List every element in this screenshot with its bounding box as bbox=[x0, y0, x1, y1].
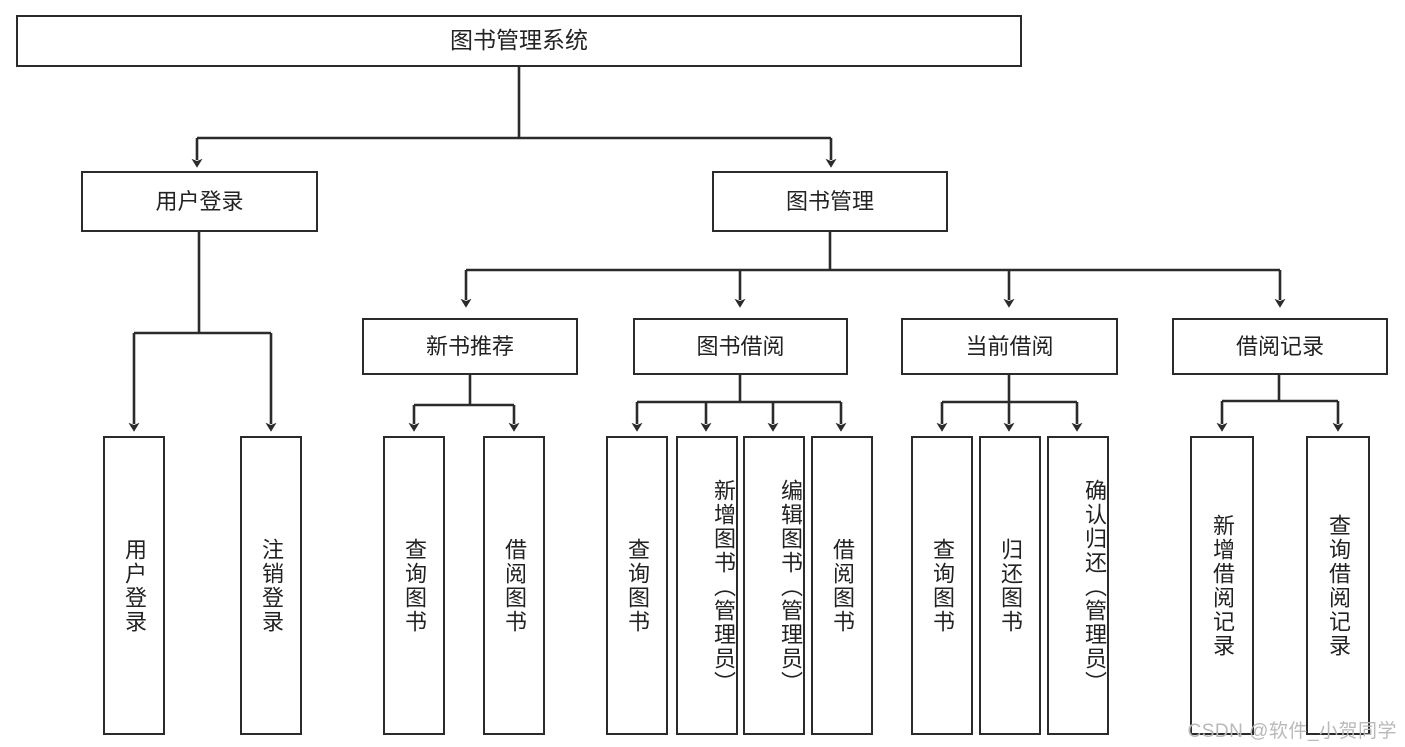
leaf-query-book-1-label: 查询图书 bbox=[401, 537, 427, 634]
leaf-return-book[interactable]: 归还图书 bbox=[979, 436, 1041, 735]
leaf-add-borrow-record-label: 新增借阅记录 bbox=[1209, 513, 1235, 658]
node-new-book-rec-label: 新书推荐 bbox=[425, 333, 514, 359]
leaf-borrow-book-2[interactable]: 借阅图书 bbox=[811, 436, 873, 735]
node-new-book-rec[interactable]: 新书推荐 bbox=[362, 318, 578, 375]
leaf-query-book-1[interactable]: 查询图书 bbox=[383, 436, 445, 735]
leaf-logout-label: 注销登录 bbox=[258, 537, 284, 634]
leaf-borrow-book-2-label: 借阅图书 bbox=[829, 537, 855, 634]
leaf-user-login-label: 用户登录 bbox=[121, 537, 147, 634]
leaf-add-borrow-record[interactable]: 新增借阅记录 bbox=[1190, 436, 1254, 735]
node-current-borrow-label: 当前借阅 bbox=[965, 333, 1054, 359]
leaf-confirm-return-admin-label: 确认归还（管理员） bbox=[1082, 478, 1107, 695]
leaf-query-book-2[interactable]: 查询图书 bbox=[606, 436, 668, 735]
node-borrow-record[interactable]: 借阅记录 bbox=[1172, 318, 1388, 375]
leaf-add-book-admin[interactable]: 新增图书（管理员） bbox=[676, 436, 738, 735]
leaf-logout[interactable]: 注销登录 bbox=[240, 436, 302, 735]
leaf-user-login[interactable]: 用户登录 bbox=[103, 436, 165, 735]
node-book-borrow-label: 图书借阅 bbox=[696, 333, 785, 359]
node-root-label: 图书管理系统 bbox=[450, 27, 588, 54]
leaf-borrow-book-1[interactable]: 借阅图书 bbox=[483, 436, 545, 735]
leaf-edit-book-admin-label: 编辑图书（管理员） bbox=[778, 478, 803, 695]
leaf-query-borrow-record-label: 查询借阅记录 bbox=[1325, 513, 1351, 658]
leaf-add-book-admin-label: 新增图书（管理员） bbox=[711, 478, 736, 695]
leaf-return-book-label: 归还图书 bbox=[997, 537, 1023, 634]
leaf-query-borrow-record[interactable]: 查询借阅记录 bbox=[1306, 436, 1370, 735]
node-current-borrow[interactable]: 当前借阅 bbox=[901, 318, 1118, 375]
node-user-login[interactable]: 用户登录 bbox=[81, 171, 318, 232]
leaf-confirm-return-admin[interactable]: 确认归还（管理员） bbox=[1047, 436, 1109, 735]
node-user-login-label: 用户登录 bbox=[155, 188, 244, 214]
node-book-manage-label: 图书管理 bbox=[785, 188, 874, 214]
node-book-manage[interactable]: 图书管理 bbox=[712, 171, 948, 232]
leaf-query-book-3-label: 查询图书 bbox=[929, 537, 955, 634]
watermark-text: CSDN @软件_小贺同学 bbox=[1187, 721, 1397, 742]
node-borrow-record-label: 借阅记录 bbox=[1235, 333, 1324, 359]
leaf-query-book-3[interactable]: 查询图书 bbox=[911, 436, 973, 735]
node-book-borrow[interactable]: 图书借阅 bbox=[633, 318, 848, 375]
leaf-borrow-book-1-label: 借阅图书 bbox=[501, 537, 527, 634]
leaf-query-book-2-label: 查询图书 bbox=[624, 537, 650, 634]
leaf-edit-book-admin[interactable]: 编辑图书（管理员） bbox=[743, 436, 805, 735]
node-root[interactable]: 图书管理系统 bbox=[16, 15, 1022, 67]
